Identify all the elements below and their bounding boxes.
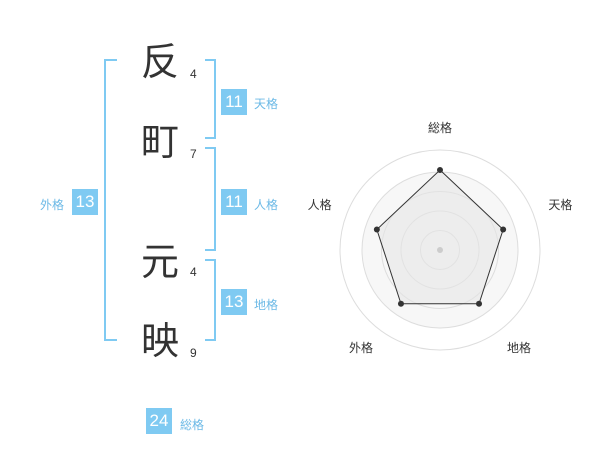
stroke-count-1: 4 <box>190 67 197 81</box>
radar-point-4 <box>397 300 404 307</box>
radar-point-3 <box>476 300 483 307</box>
radar-axis-label-5: 人格 <box>308 197 332 212</box>
stroke-count-2: 7 <box>190 147 197 161</box>
jin-kaku-badge: 11 <box>221 189 247 215</box>
name-char-2: 町 <box>141 120 180 164</box>
chi-bracket <box>205 259 216 341</box>
stroke-count-3: 4 <box>190 265 197 279</box>
radar-axis-label-4: 外格 <box>349 340 373 355</box>
sou-kaku-badge: 24 <box>146 408 172 434</box>
chi-kaku-badge: 13 <box>221 289 247 315</box>
gai-kaku-label: 外格 <box>40 198 65 212</box>
radar-series-polygon <box>376 169 504 305</box>
radar-point-5 <box>373 226 380 233</box>
radar-axis-label-3: 地格 <box>507 340 531 355</box>
jin-kaku-label: 人格 <box>254 198 279 212</box>
gai-kaku-badge: 13 <box>72 189 98 215</box>
name-char-3: 元 <box>141 240 180 284</box>
radar-axis-label-2: 天格 <box>548 197 572 212</box>
sou-kaku-label: 総格 <box>180 418 205 432</box>
name-char-1: 反 <box>141 40 180 84</box>
radar-point-2 <box>500 226 507 233</box>
radar-axis-label-1: 総格 <box>428 120 452 135</box>
ten-kaku-badge: 11 <box>221 89 247 115</box>
radar-point-1 <box>437 167 443 173</box>
radar-center-point <box>437 247 443 253</box>
ten-kaku-label: 天格 <box>254 97 279 111</box>
name-char-4: 映 <box>141 319 180 363</box>
outer-bracket <box>104 59 117 341</box>
ten-bracket <box>205 59 216 139</box>
stroke-count-4: 9 <box>190 346 197 360</box>
jin-bracket <box>205 147 216 251</box>
chi-kaku-label: 地格 <box>254 298 279 312</box>
